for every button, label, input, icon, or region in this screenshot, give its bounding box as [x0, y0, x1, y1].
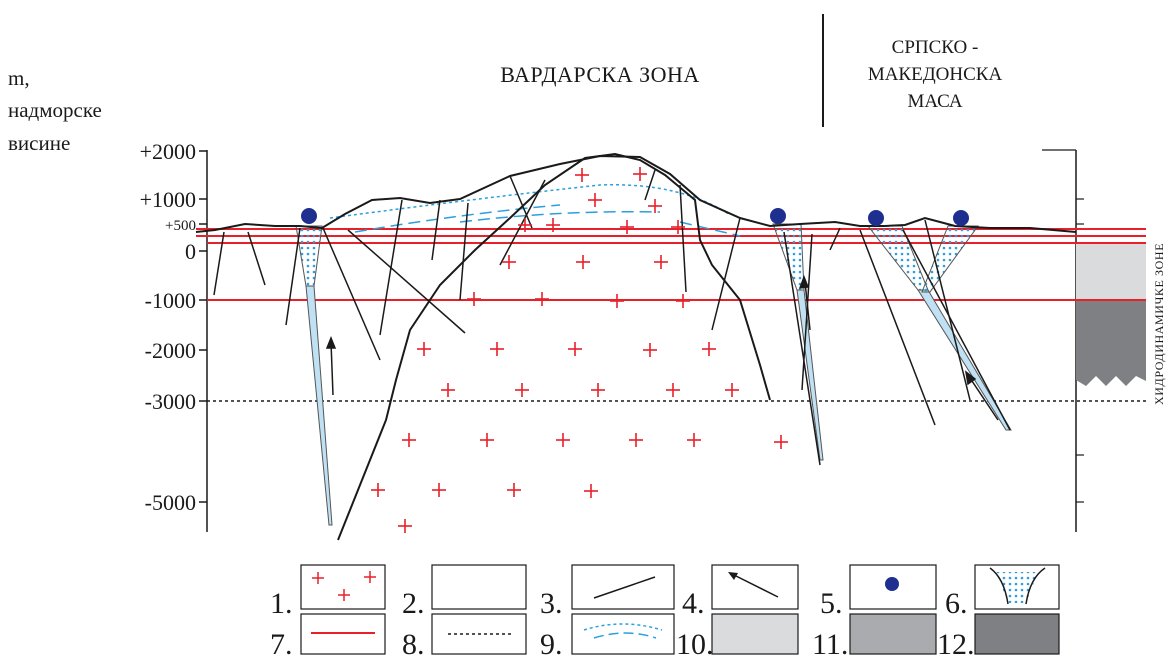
legend-num-8: 8.: [402, 628, 425, 657]
spring-channels: [295, 223, 1012, 526]
granite-cross: [666, 383, 680, 397]
legend-num-12: 12.: [937, 628, 975, 657]
serbo-macedonian-label-2: МАКЕДОНСКА: [868, 64, 1003, 85]
legend-box-6: [974, 564, 1060, 610]
legend-num-1: 1.: [270, 587, 293, 620]
ytick-minus-3000: -3000: [145, 389, 196, 414]
granite-cross: [676, 294, 690, 308]
surface-topography: [195, 154, 1077, 233]
fault-lines: [213, 169, 1011, 466]
legend-box-5: [849, 564, 937, 610]
spring-dot-3: [868, 210, 884, 226]
granite-cross: [575, 168, 589, 182]
legend-box-3: [571, 564, 675, 610]
granite-cross: [490, 342, 504, 356]
flow-arrows: [325, 274, 999, 421]
granite-cross: [654, 255, 668, 269]
legend-symbol-channel: [989, 567, 1046, 605]
granite-cross: [591, 383, 605, 397]
granite-cross: [417, 342, 431, 356]
legend-box-10: [711, 613, 799, 655]
legend-num-10: 10.: [676, 628, 714, 657]
legend-symbol-spring: [885, 577, 899, 591]
serbo-macedonian-label-1: СРПСКО -: [892, 37, 979, 58]
legend-box-9: [571, 613, 675, 655]
granite-cross: [629, 433, 643, 447]
granite-cross: [671, 220, 685, 234]
granite-cross: [502, 255, 516, 269]
granite-cross: [702, 342, 716, 356]
granite-cross: [568, 342, 582, 356]
legend-box-11: [849, 613, 937, 655]
granite-cross: [576, 255, 590, 269]
granite-cross: [556, 433, 570, 447]
spring-dot-4: [953, 210, 969, 226]
zone-dark-gray: [1076, 300, 1146, 386]
spring-dot-2: [770, 208, 786, 224]
unit-label-2: надморске: [8, 98, 102, 122]
granite-crosses: [371, 167, 788, 533]
legend-symbol-crosses: [312, 571, 376, 601]
legend-symbol-arrow: [728, 572, 779, 598]
legend-box-8: [431, 613, 527, 655]
granite-cross: [643, 343, 657, 357]
legend-box-2: [431, 564, 527, 610]
legend-num-3: 3.: [540, 587, 563, 620]
legend-num-9: 9.: [540, 628, 563, 657]
granite-cross: [515, 383, 529, 397]
ytick-plus-2000: +2000: [140, 139, 196, 164]
granite-cross: [774, 435, 788, 449]
granite-cross: [480, 433, 494, 447]
spring-dot-1: [301, 208, 317, 224]
ytick-minus-2000: -2000: [145, 338, 196, 363]
granite-cross: [467, 292, 481, 306]
granite-cross: [507, 483, 521, 497]
ytick-plus-1000: +1000: [140, 187, 196, 212]
ytick-plus-500: +500: [165, 218, 196, 234]
legend: 1. 2. 3. 4. 5. 6. 7. 8.: [270, 564, 1060, 657]
granite-cross: [398, 519, 412, 533]
legend-num-4: 4.: [682, 587, 705, 620]
legend-num-11: 11.: [812, 628, 848, 657]
legend-box-1: [300, 564, 386, 610]
granite-outline: [337, 152, 771, 541]
legend-box-7: [300, 613, 386, 655]
vardar-zone-label: ВАРДАРСКА ЗОНА: [500, 62, 700, 87]
unit-label-3: висине: [8, 131, 70, 155]
legend-num-7: 7.: [270, 628, 293, 657]
granite-cross: [610, 294, 624, 308]
granite-cross: [633, 167, 647, 181]
granite-cross: [371, 483, 385, 497]
serbo-macedonian-label-3: МАСА: [907, 91, 962, 112]
granite-cross: [687, 433, 701, 447]
granite-cross: [402, 433, 416, 447]
granite-cross: [584, 484, 598, 498]
legend-num-2: 2.: [402, 587, 425, 620]
legend-box-4: [711, 564, 799, 610]
granite-cross: [588, 193, 602, 207]
legend-symbol-fault: [593, 576, 656, 599]
granite-cross: [620, 220, 634, 234]
granite-cross: [546, 218, 560, 232]
legend-box-12: [974, 613, 1060, 655]
ytick-minus-1000: -1000: [145, 288, 196, 313]
granite-cross: [648, 199, 662, 213]
ytick-minus-5000: -5000: [145, 490, 196, 515]
unit-label-1: m,: [8, 66, 30, 90]
granite-cross: [441, 383, 455, 397]
springs: [301, 208, 969, 226]
zone-light-gray: [1076, 243, 1146, 300]
granite-cross: [725, 383, 739, 397]
ytick-0: 0: [185, 239, 196, 264]
granite-cross: [432, 483, 446, 497]
granite-cross: [518, 218, 532, 232]
legend-symbol-blue-curve: [583, 623, 663, 639]
legend-num-6: 6.: [945, 587, 968, 620]
granite-cross: [535, 292, 549, 306]
hydrodynamic-zones-label: ХИДРОДИНАМИЧКЕ ЗОНЕ: [1152, 243, 1166, 405]
legend-num-5: 5.: [820, 587, 843, 620]
